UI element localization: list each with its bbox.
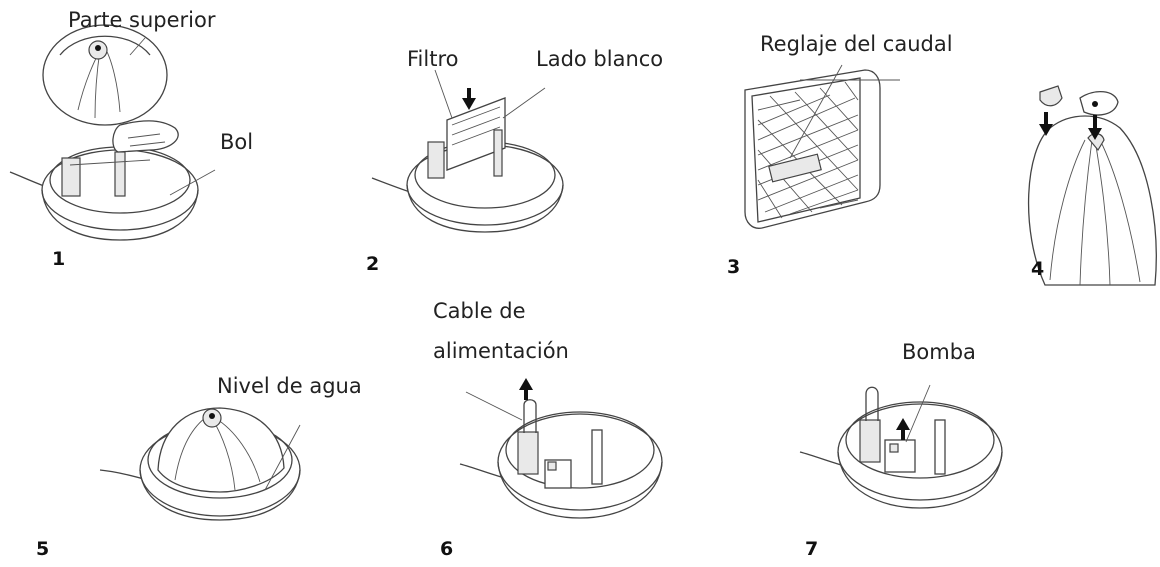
label-parte-superior: Parte superior [68,8,216,32]
step-number-4: 4 [1031,258,1045,280]
label-filtro: Filtro [407,47,459,71]
label-alimentacion: alimentación [433,339,569,363]
step-number-6: 6 [440,538,454,560]
step-7-up-arrow [896,418,910,430]
step-number-1: 1 [52,248,66,270]
step-5-lid [157,407,285,493]
step-1-hand [112,120,179,153]
label-nivel-de-agua: Nivel de agua [217,374,362,398]
step-number-2: 2 [366,253,380,275]
step-2-illustration [371,69,564,233]
step-1-illustration [9,24,216,241]
step-4-illustration [1027,85,1157,286]
step-6-up-arrow [519,378,533,390]
label-lado-blanco: Lado blanco [536,47,664,71]
step-number-7: 7 [805,538,819,560]
step-1-lid [42,24,168,126]
step-3-cartridge [744,69,881,229]
step-1-pump [61,157,81,197]
step-3-illustration [744,64,900,229]
label-cable-de: Cable de [433,299,526,323]
step-4-arrow-2 [1088,128,1102,140]
label-bomba: Bomba [902,340,976,364]
step-6-illustration [459,378,663,519]
step-4-arrow-1 [1039,124,1053,136]
step-7-illustration [799,384,1003,509]
step-6-power-cable [523,399,537,433]
step-5-illustration [99,407,301,521]
label-reglaje-del-caudal: Reglaje del caudal [760,32,953,56]
step-number-5: 5 [36,538,50,560]
step-3-flow-adjuster [768,153,822,183]
label-bol: Bol [220,130,254,154]
step-number-3: 3 [727,256,741,278]
step-4-small-part [1039,85,1063,107]
step-2-filter [446,97,506,171]
step-2-down-arrow [462,98,476,110]
